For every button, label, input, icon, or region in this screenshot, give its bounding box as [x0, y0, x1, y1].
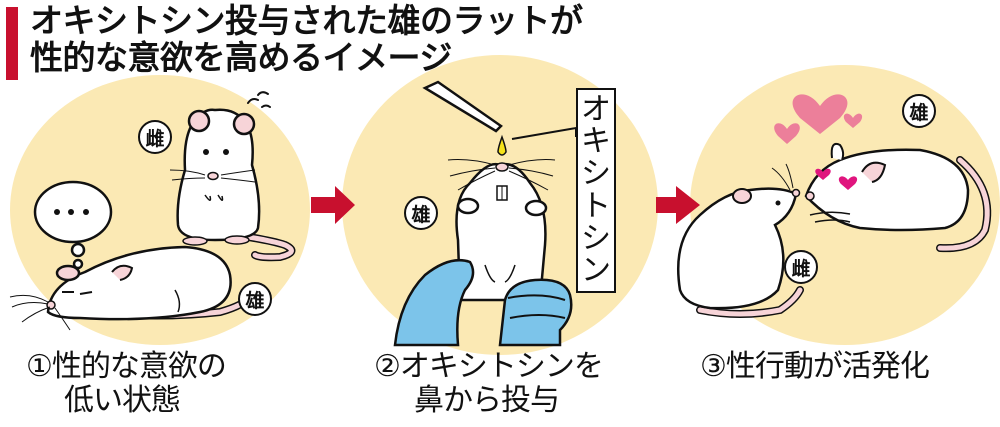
male-rat-approaching — [804, 142, 992, 253]
male-badge: 雄 — [404, 196, 438, 230]
gloved-hand — [393, 258, 573, 347]
caption-step-2: ②オキシトシンを 鼻から投与 — [374, 349, 604, 418]
heart-eye-icon — [838, 176, 858, 190]
hearts — [774, 94, 863, 144]
title-line-2: 性的な意欲を高めるイメージ — [30, 38, 452, 77]
title-accent-bar — [6, 7, 18, 80]
page-title: オキシトシン投与された雄のラットが 性的な意欲を高めるイメージ — [30, 2, 583, 76]
male-badge: 雄 — [238, 282, 272, 316]
arrow-right-icon — [656, 186, 700, 224]
oxytocin-vertical-label: オ キ シ ト シ ン — [576, 88, 616, 293]
female-badge: 雌 — [138, 120, 172, 154]
label-char: ン — [581, 252, 611, 288]
caption-line: ②オキシトシンを — [374, 349, 604, 384]
droplet-icon — [497, 134, 507, 156]
caption-line: ③性行動が活発化 — [700, 349, 930, 384]
title-line-1: オキシトシン投与された雄のラットが — [30, 1, 583, 40]
caption-line: ①性的な意欲の — [26, 349, 227, 384]
female-badge: 雌 — [784, 250, 818, 284]
caption-step-1: ①性的な意欲の 低い状態 — [26, 349, 227, 418]
female-rat-sniffing — [676, 163, 804, 318]
male-badge: 雄 — [902, 94, 936, 128]
label-char: オ — [581, 92, 611, 128]
label-char: シ — [581, 156, 611, 192]
heart-icon — [792, 94, 848, 134]
heart-eye-icon — [815, 168, 831, 180]
pipette — [422, 80, 503, 133]
thought-bubble-icon — [33, 180, 113, 270]
heart-icon — [843, 113, 863, 128]
heart-icon — [774, 123, 800, 144]
held-male-rat — [447, 159, 556, 302]
caption-line: 鼻から投与 — [414, 383, 560, 418]
label-char: シ — [581, 220, 611, 256]
arrow-right-icon — [311, 186, 355, 224]
caption-step-3: ③性行動が活発化 — [700, 349, 930, 384]
standing-female-rat — [169, 91, 296, 262]
label-char: キ — [581, 124, 611, 160]
caption-line: 低い状態 — [64, 383, 181, 418]
label-char: ト — [581, 188, 611, 224]
